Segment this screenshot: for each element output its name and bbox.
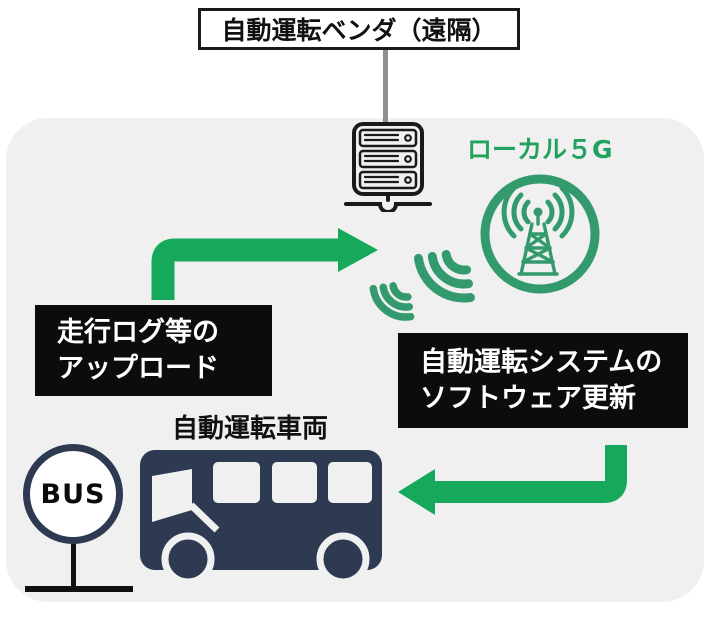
vendor-server-connector-line	[383, 50, 388, 124]
vendor-title-box: 自動運転ベンダ（遠隔）	[198, 8, 520, 50]
bus-stop-base	[25, 586, 133, 592]
vendor-title: 自動運転ベンダ（遠隔）	[221, 16, 497, 45]
bus-stop-sign: BUS	[23, 444, 123, 544]
update-arrow	[398, 445, 627, 515]
local5g-antenna-icon	[480, 174, 600, 294]
upload-label-line2: アップロード	[57, 352, 219, 384]
upload-label-box: 走行ログ等の アップロード	[35, 305, 272, 396]
bus-icon	[140, 450, 382, 586]
update-label-line1: 自動運転システムの	[420, 346, 663, 378]
bus-stop-label: BUS	[40, 478, 106, 510]
vehicle-label: 自動運転車両	[172, 414, 329, 444]
server-icon	[344, 122, 432, 212]
local-5g-label: ローカル５G	[467, 135, 613, 164]
wifi-waves-large-icon	[413, 250, 475, 303]
upload-label-line1: 走行ログ等の	[57, 316, 219, 348]
upload-arrow	[151, 228, 378, 300]
update-label-box: 自動運転システムの ソフトウェア更新	[398, 333, 688, 428]
update-label-line2: ソフトウェア更新	[420, 382, 636, 414]
bus-stop-pole	[71, 540, 76, 590]
wifi-waves-small-icon	[369, 282, 415, 321]
